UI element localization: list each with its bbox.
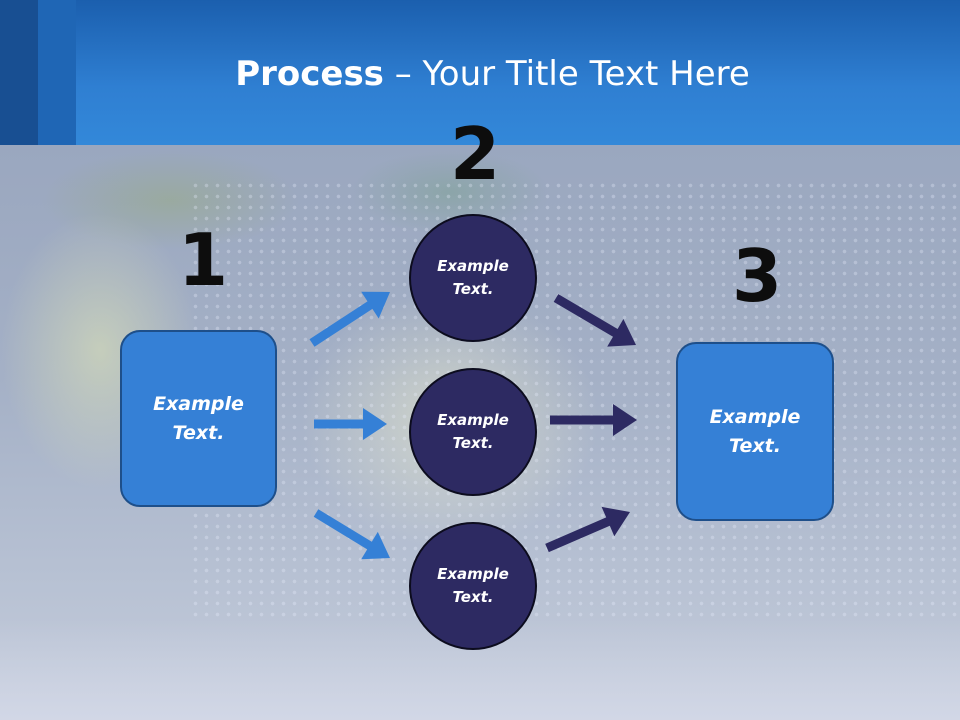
header-band: Process – Your Title Text Here (0, 0, 960, 145)
arrow-circle-top-to-box3 (553, 294, 636, 347)
arrow-circle-bottom-to-box3 (545, 506, 630, 553)
slide-title: Process – Your Title Text Here (0, 54, 960, 94)
step-box-1-text: Example Text. (153, 392, 244, 444)
step-circle-top: Example Text. (409, 214, 537, 342)
step-number-2: 2 (450, 112, 501, 196)
step-circle-top-text: Example Text. (437, 257, 509, 298)
step-box-3-text: Example Text. (709, 405, 801, 457)
step-circle-middle-text: Example Text. (437, 411, 509, 452)
step-number-3: 3 (732, 234, 783, 318)
step-box-3: Example Text. (676, 342, 834, 521)
arrow-box1-to-circle-middle (314, 408, 387, 440)
step-circle-bottom: Example Text. (409, 522, 537, 650)
step-box-1: Example Text. (120, 330, 277, 507)
step-number-1: 1 (178, 218, 229, 302)
header-accent-strip (0, 0, 38, 145)
header-accent-strip-secondary (38, 0, 76, 145)
title-bold: Process (235, 54, 384, 94)
step-circle-bottom-text: Example Text. (437, 565, 509, 606)
arrow-box1-to-circle-bottom (313, 509, 390, 560)
arrow-circle-middle-to-box3 (550, 404, 637, 436)
arrow-box1-to-circle-top (309, 291, 390, 347)
title-rest: – Your Title Text Here (383, 54, 750, 94)
step-circle-middle: Example Text. (409, 368, 537, 496)
